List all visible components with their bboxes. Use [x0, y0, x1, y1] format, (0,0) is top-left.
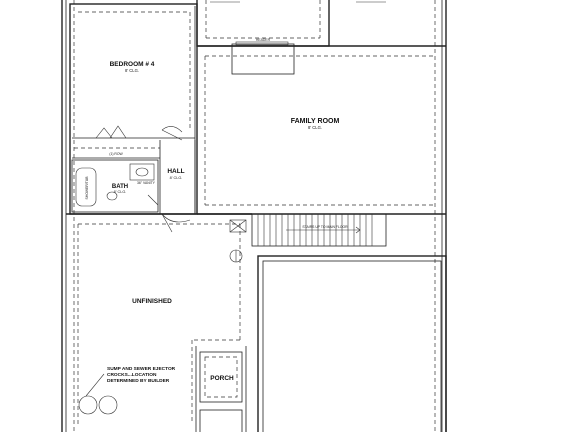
mechanical — [229, 219, 247, 263]
bedroom-clg: 8' CLG. — [125, 68, 139, 73]
bath-walls — [71, 159, 159, 213]
porch-label: PORCH — [210, 375, 234, 382]
garage-walls — [257, 255, 447, 432]
top-room — [196, 0, 386, 75]
family-room-clg: 8' CLG. — [308, 125, 322, 130]
sump-crock-1 — [78, 395, 98, 415]
hall-label: HALL — [167, 168, 184, 175]
bedroom-label: BEDROOM # 4 — [110, 61, 155, 68]
vanity-note: 36" VANITY — [137, 181, 156, 185]
unfinished-label: UNFINISHED — [132, 298, 172, 305]
stairs — [251, 213, 387, 247]
bath-label: BATH — [112, 184, 128, 190]
outer-walls — [61, 0, 447, 432]
header-note: HEADER — [256, 38, 271, 42]
sump-note-line-1: SUMP AND SEWER EJECTOR — [107, 366, 176, 372]
porch-walls — [199, 351, 243, 432]
unfinished-walls — [66, 213, 252, 432]
sump-crocks — [78, 373, 118, 415]
bedroom-walls — [69, 3, 198, 215]
tub-note: SHOWER/TUB — [85, 176, 89, 200]
hall-walls — [159, 140, 196, 233]
sump-note-line-2: CROCKS...LOCATION — [107, 372, 157, 378]
family-room-walls — [197, 45, 446, 215]
sump-crock-2 — [98, 395, 118, 415]
shelf-note: (1) ROW — [109, 152, 123, 156]
bath-clg: 8' CLG. — [114, 190, 127, 194]
sump-note-line-3: DETERMINED BY BUILDER — [107, 378, 170, 384]
hall-clg: 8' CLG. — [170, 176, 183, 180]
family-room-label: FAMILY ROOM — [291, 118, 340, 125]
stairs-note: STAIRS UP TO MAIN FLOOR — [302, 225, 348, 229]
